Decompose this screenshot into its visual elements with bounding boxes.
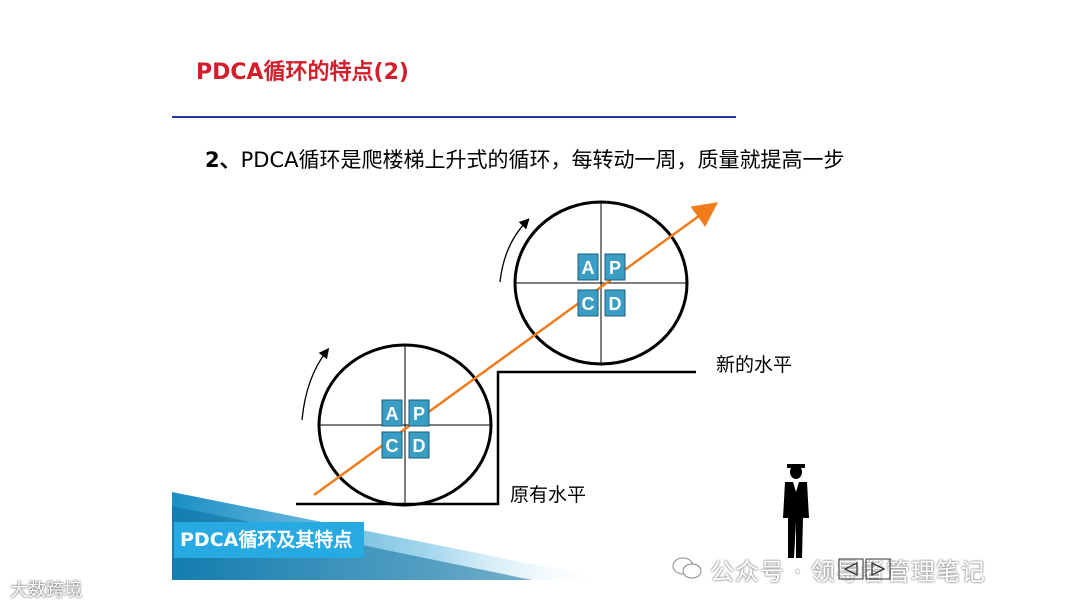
upper-letter-p: P bbox=[609, 258, 621, 278]
point-body: PDCA循环是爬楼梯上升式的循环，每转动一周，质量就提高一步 bbox=[240, 148, 845, 172]
staircase-line bbox=[296, 370, 696, 506]
lower-rotation-arrow bbox=[301, 347, 330, 421]
upper-letter-c: C bbox=[582, 294, 595, 314]
prev-slide-button bbox=[838, 558, 864, 580]
point-text: 2、PDCA循环是爬楼梯上升式的循环，每转动一周，质量就提高一步 bbox=[205, 146, 895, 174]
upper-box-c bbox=[577, 289, 599, 317]
slide-nav[interactable] bbox=[838, 558, 892, 580]
upper-letter-a: A bbox=[582, 258, 595, 278]
upper-box-a bbox=[577, 253, 599, 281]
section-tag: PDCA循环及其特点 bbox=[174, 522, 364, 558]
wechat-icon bbox=[672, 557, 702, 579]
next-arrow-icon bbox=[871, 561, 886, 577]
point-number: 2、 bbox=[205, 148, 241, 172]
new-level-label: 新的水平 bbox=[716, 354, 793, 376]
lower-letter-p: P bbox=[413, 404, 425, 424]
lower-box-c bbox=[381, 431, 403, 459]
watermark-right: 公众号 · 领导者管理笔记 bbox=[710, 558, 986, 586]
lower-letter-d: D bbox=[413, 436, 426, 456]
old-level-label: 原有水平 bbox=[510, 484, 587, 506]
businessman-icon bbox=[783, 464, 809, 558]
lower-pdca-boxes: A P C D bbox=[381, 399, 430, 459]
lower-letter-c: C bbox=[386, 436, 399, 456]
upper-rotation-arrow bbox=[499, 218, 530, 283]
next-slide-button bbox=[865, 558, 891, 580]
lower-box-p bbox=[408, 399, 430, 427]
upper-box-d bbox=[604, 289, 626, 317]
lower-box-d bbox=[408, 431, 430, 459]
prev-arrow-icon bbox=[843, 561, 858, 577]
upper-letter-d: D bbox=[609, 294, 622, 314]
title-underline bbox=[172, 116, 736, 118]
rising-arrow bbox=[313, 202, 719, 497]
lower-box-a bbox=[381, 399, 403, 427]
lower-letter-a: A bbox=[386, 404, 399, 424]
upper-pdca-boxes: A P C D bbox=[577, 253, 626, 317]
watermark-left: 大数跨境 bbox=[10, 580, 82, 601]
upper-box-p bbox=[604, 253, 626, 281]
slide-title: PDCA循环的特点(2) bbox=[196, 60, 409, 85]
